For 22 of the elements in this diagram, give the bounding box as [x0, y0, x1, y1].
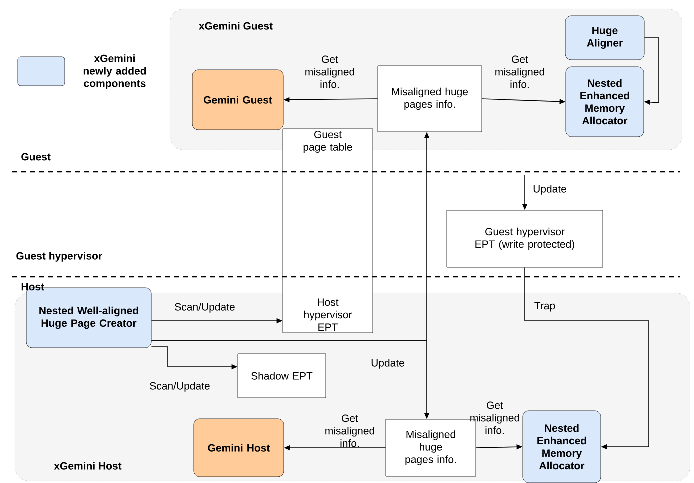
- edge-label: Get misaligned info.: [326, 414, 374, 448]
- component-box: Gemini Guest: [192, 70, 284, 130]
- info-box: Misaligned huge pages info.: [378, 66, 482, 132]
- component-box: Nested Enhanced Memory Allocator: [566, 66, 644, 138]
- edge-label: Scan/Update: [175, 303, 235, 313]
- arrow: [644, 38, 660, 106]
- edge-label: Scan/Update: [150, 382, 210, 392]
- edge-label: Trap: [534, 302, 556, 312]
- info-box: Shadow EPT: [238, 354, 326, 398]
- legend-text: xGemini newly added components: [84, 54, 146, 90]
- component-box: Nested Enhanced Memory Allocator: [522, 410, 602, 483]
- component-box: Gemini Host: [194, 418, 284, 478]
- layer-label: Guest hypervisor: [16, 252, 102, 262]
- info-box: Guest hypervisor EPT (write protected): [446, 210, 604, 268]
- page-table-box: Guest page table Host hypervisor EPT: [282, 128, 374, 334]
- edge-label: Get misaligned info.: [306, 56, 354, 88]
- edge-label: Update: [534, 185, 566, 195]
- edge-label: Update: [372, 359, 404, 369]
- layer-label: Guest: [22, 153, 51, 161]
- edge-label: Get misaligned info.: [496, 56, 544, 88]
- component-box: Huge Aligner: [565, 16, 645, 60]
- arrow: [524, 267, 650, 450]
